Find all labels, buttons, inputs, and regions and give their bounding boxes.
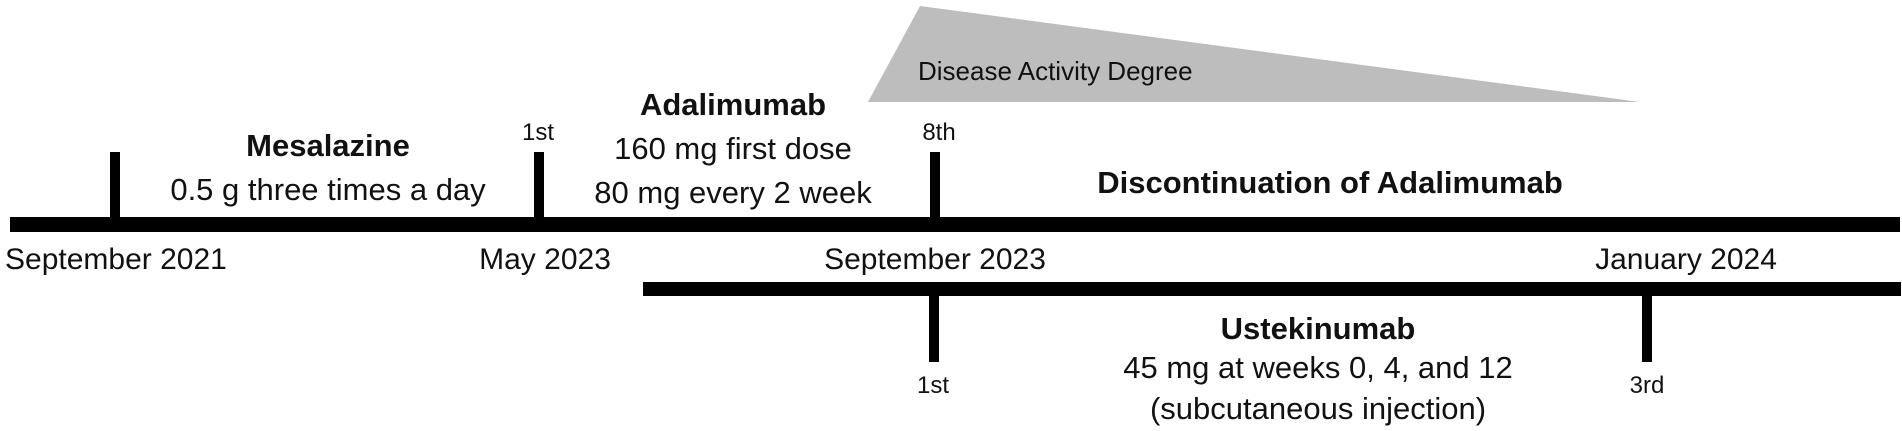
ustekinumab-dose-1: 45 mg at weeks 0, 4, and 12 (1123, 350, 1513, 385)
date-sep-2021: September 2021 (5, 243, 227, 276)
date-jan-2024: January 2024 (1595, 243, 1777, 276)
tick-sep-2023 (930, 152, 940, 222)
disease-activity-label: Disease Activity Degree (918, 56, 1193, 86)
main-timeline (10, 217, 1900, 232)
adalimumab-dose-1: 160 mg first dose (614, 131, 852, 166)
dose-adalimumab-8th: 8th (922, 119, 956, 146)
dose-ustekinumab-3rd: 3rd (1629, 372, 1665, 399)
dose-adalimumab-1st: 1st (521, 119, 555, 146)
tick-may-2023 (534, 152, 544, 222)
tick-ustekinumab-1st (929, 290, 939, 362)
adalimumab-dose-2: 80 mg every 2 week (594, 175, 872, 210)
tick-ustekinumab-3rd (1642, 290, 1652, 362)
adalimumab-name: Adalimumab (639, 87, 827, 122)
mesalazine-regimen: 0.5 g three times a day (170, 172, 486, 207)
mesalazine-name: Mesalazine (246, 128, 410, 163)
dose-ustekinumab-1st: 1st (916, 372, 950, 399)
date-may-2023: May 2023 (479, 243, 611, 276)
tick-sep-2021 (110, 152, 120, 222)
date-sep-2023: September 2023 (824, 243, 1046, 276)
discontinuation-label: Discontinuation of Adalimumab (1097, 165, 1563, 200)
ustekinumab-dose-2: (subcutaneous injection) (1149, 391, 1487, 426)
ustekinumab-name: Ustekinumab (1220, 311, 1416, 346)
ustekinumab-timeline (643, 282, 1901, 296)
disease-activity-wedge (868, 6, 1640, 102)
